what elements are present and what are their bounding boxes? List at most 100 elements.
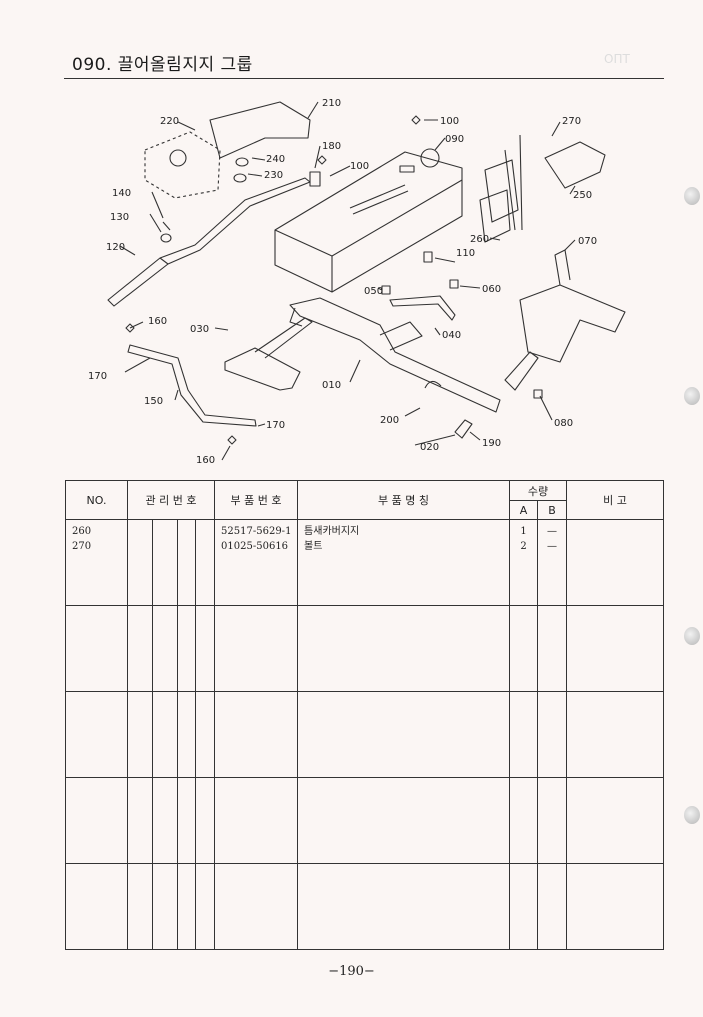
callout-label: 160 <box>196 455 215 466</box>
cell-qty-a <box>509 605 539 692</box>
row-qty-b: — <box>547 541 558 552</box>
callout-label: 150 <box>144 396 163 407</box>
callout-label: 250 <box>573 190 592 201</box>
table-row <box>65 863 665 950</box>
table-row: 260 270 52517-5629-1 01025-50616 틈새카버지지 … <box>65 519 665 606</box>
cell-mgmt <box>194 863 216 950</box>
header-qty-a: A <box>509 500 539 520</box>
cell-qty-b <box>537 777 568 864</box>
row-part-name: 틈새카버지지 <box>304 526 360 537</box>
cell-mgmt <box>194 519 216 606</box>
callout-label: 200 <box>380 415 399 426</box>
cell-part-name <box>297 863 511 950</box>
callout-label: 220 <box>160 116 179 127</box>
callout-label: 190 <box>482 438 501 449</box>
cell-mgmt <box>152 863 178 950</box>
cell-part-no: 52517-5629-1 01025-50616 <box>214 519 299 606</box>
header-mgmt-no: 관 리 번 호 <box>126 480 216 520</box>
header-part-no: 부 품 번 호 <box>214 480 299 520</box>
callout-label: 060 <box>482 284 501 295</box>
cell-mgmt <box>152 777 178 864</box>
binder-hole-4 <box>684 806 700 824</box>
cell-qty-b <box>537 863 568 950</box>
header-no: NO. <box>65 480 128 520</box>
parts-table: NO. 관 리 번 호 부 품 번 호 부 품 명 칭 수량 비 고 A B 2… <box>65 480 665 950</box>
cell-remarks <box>566 777 665 864</box>
header-remarks: 비 고 <box>566 480 665 520</box>
table-row <box>65 691 665 778</box>
row-qty-a: 1 <box>520 526 527 537</box>
callout-label: 070 <box>578 236 597 247</box>
binder-hole-1 <box>684 187 700 205</box>
callout-label: 040 <box>442 330 461 341</box>
cell-mgmt <box>152 691 178 778</box>
table-row <box>65 605 665 692</box>
cell-mgmt <box>127 519 153 606</box>
callout-label: 210 <box>322 98 341 109</box>
callout-label: 090 <box>445 134 464 145</box>
callout-label: 100 <box>350 161 369 172</box>
cell-qty-a <box>509 863 539 950</box>
cell-part-name <box>297 605 511 692</box>
cell-mgmt <box>194 691 216 778</box>
callout-label: 230 <box>264 170 283 181</box>
cell-mgmt <box>152 605 178 692</box>
cell-mgmt <box>177 605 196 692</box>
cell-qty-a <box>509 777 539 864</box>
cell-part-no <box>214 777 299 864</box>
callout-label: 120 <box>106 242 125 253</box>
cell-no <box>65 691 128 778</box>
cell-mgmt <box>127 777 153 864</box>
cell-mgmt <box>177 691 196 778</box>
exploded-parts-diagram: 210 220 240 230 180 100 100 090 270 250 … <box>88 98 626 466</box>
callout-labels: 210 220 240 230 180 100 100 090 270 250 … <box>88 98 597 466</box>
callout-label: 110 <box>456 248 475 259</box>
cell-remarks <box>566 863 665 950</box>
callout-label: 010 <box>322 380 341 391</box>
row-qty-a: 2 <box>520 541 527 552</box>
cell-mgmt <box>177 863 196 950</box>
callout-label: 130 <box>110 212 129 223</box>
cell-mgmt <box>152 519 178 606</box>
cell-mgmt <box>177 519 196 606</box>
callout-label: 270 <box>562 116 581 127</box>
diagram-linework <box>107 101 626 461</box>
cell-remarks <box>566 691 665 778</box>
row-part-no: 01025-50616 <box>221 541 289 552</box>
row-no: 260 <box>72 526 92 537</box>
row-no: 270 <box>72 541 92 552</box>
cell-mgmt <box>127 605 153 692</box>
cell-mgmt <box>127 691 153 778</box>
cell-part-name: 틈새카버지지 볼트 <box>297 519 511 606</box>
cell-qty-a <box>509 691 539 778</box>
cell-part-name <box>297 691 511 778</box>
faint-mark: ОПТ <box>604 52 630 66</box>
row-part-name: 볼트 <box>304 541 323 552</box>
table-row <box>65 777 665 864</box>
row-part-no: 52517-5629-1 <box>221 526 292 537</box>
cell-no <box>65 777 128 864</box>
title-rule <box>64 78 664 79</box>
cell-qty-b <box>537 691 568 778</box>
callout-label: 050 <box>364 286 383 297</box>
callout-label: 140 <box>112 188 131 199</box>
cell-mgmt <box>127 863 153 950</box>
cell-qty-a: 1 2 <box>509 519 539 606</box>
cell-part-no <box>214 863 299 950</box>
cell-qty-b: — — <box>537 519 568 606</box>
callout-label: 020 <box>420 442 439 453</box>
cell-no: 260 270 <box>65 519 128 606</box>
callout-label: 260 <box>470 234 489 245</box>
cell-part-no <box>214 605 299 692</box>
binder-hole-3 <box>684 627 700 645</box>
cell-no <box>65 863 128 950</box>
cell-remarks <box>566 519 665 606</box>
page-title: 090. 끌어올림지지 그룹 <box>72 55 253 75</box>
binder-hole-2 <box>684 387 700 405</box>
callout-label: 180 <box>322 141 341 152</box>
header-part-name: 부 품 명 칭 <box>297 480 511 520</box>
row-qty-b: — <box>547 526 558 537</box>
callout-label: 170 <box>266 420 285 431</box>
callout-label: 160 <box>148 316 167 327</box>
cell-part-no <box>214 691 299 778</box>
